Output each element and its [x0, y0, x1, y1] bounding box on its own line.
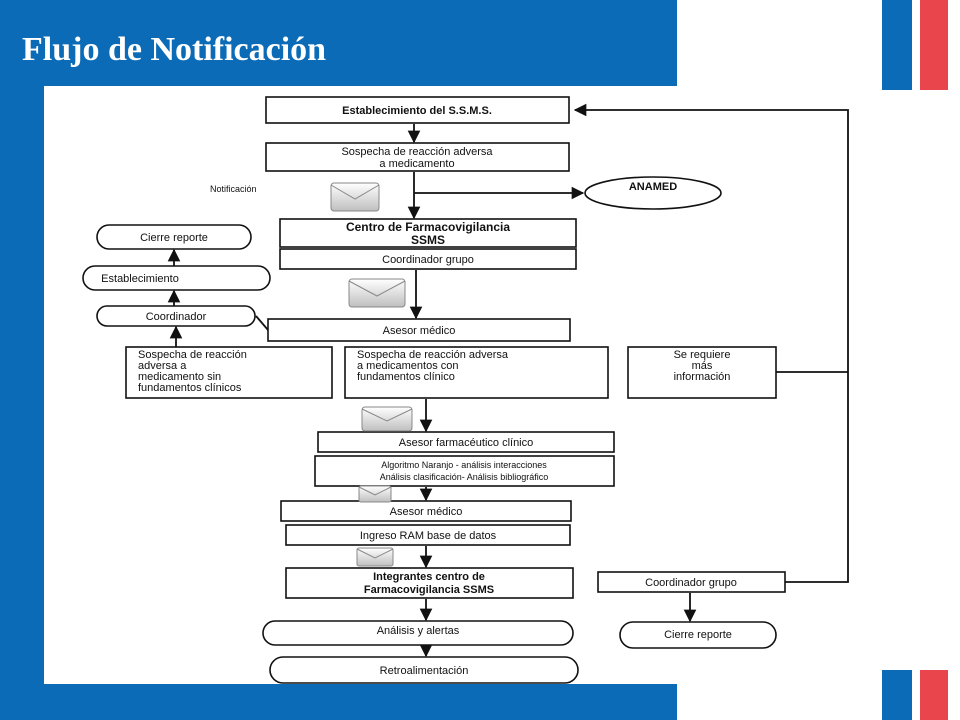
feedback-loop-line	[573, 103, 849, 583]
label-cierre-reporte-2: Cierre reporte	[664, 629, 732, 641]
label-coordinador: Coordinador	[146, 311, 207, 323]
label-centro-1: Centro de Farmacovigilancia	[346, 220, 510, 234]
box-ingreso-ram	[285, 524, 571, 546]
label-sin-fund-3: medicamento sin	[138, 371, 221, 383]
label-asesor-medico: Asesor médico	[383, 325, 456, 337]
box-sin-fundamentos	[125, 346, 333, 399]
label-centro-2: SSMS	[411, 233, 445, 247]
label-ingreso-ram: Ingreso RAM base de datos	[360, 530, 497, 542]
box-integrantes	[285, 567, 574, 599]
label-algoritmo-2: Análisis clasificación- Análisis bibliog…	[380, 472, 549, 482]
label-anamed: ANAMED	[629, 181, 677, 193]
label-cierre-reporte: Cierre reporte	[140, 232, 208, 244]
line-asesor-to-coordinador-left	[255, 315, 269, 331]
label-con-fund-2: a medicamentos con	[357, 360, 459, 372]
chile-flag-stripe-top	[882, 0, 948, 90]
label-integrantes-1: Integrantes centro de	[373, 571, 485, 583]
label-con-fund-1: Sospecha de reacción adversa	[357, 349, 509, 361]
box-cierre-reporte-2	[619, 621, 777, 649]
box-centro-farmacovigilancia	[279, 218, 577, 248]
ellipse-anamed	[584, 176, 722, 210]
label-sin-fund-1: Sospecha de reacción	[138, 349, 247, 361]
label-analisis-alertas: Análisis y alertas	[377, 625, 460, 637]
envelope-icon	[348, 278, 406, 308]
label-coordinador-grupo: Coordinador grupo	[382, 254, 474, 266]
envelope-icon	[356, 547, 394, 567]
envelope-icon	[361, 406, 413, 432]
box-coordinador-grupo	[279, 248, 577, 270]
envelope-icon	[358, 485, 392, 503]
label-sin-fund-2: adversa a	[138, 360, 187, 372]
label-req-3: información	[674, 371, 731, 383]
box-establecimiento-ssms	[265, 96, 570, 124]
label-req-2: más	[692, 360, 713, 372]
box-analisis-alertas	[262, 620, 574, 646]
label-asesor-farmaceutico: Asesor farmacéutico clínico	[399, 437, 534, 449]
label-req-1: Se requiere	[674, 349, 731, 361]
label-establecimiento: Establecimiento	[101, 273, 179, 285]
label-algoritmo-1: Algoritmo Naranjo - análisis interaccion…	[381, 460, 547, 470]
box-algoritmo	[314, 455, 615, 487]
label-integrantes-2: Farmacovigilancia SSMS	[364, 584, 494, 596]
label-coordinador-grupo-2: Coordinador grupo	[645, 577, 737, 589]
label-sin-fund-4: fundamentos clínicos	[138, 382, 242, 394]
label-sospecha-2: a medicamento	[379, 158, 454, 170]
label-notificacion: Notificación	[210, 184, 257, 194]
chile-flag-stripe-bottom	[882, 670, 948, 720]
label-retroalimentacion: Retroalimentación	[380, 665, 469, 677]
label-asesor-medico-2: Asesor médico	[390, 506, 463, 518]
label-sospecha-1: Sospecha de reacción adversa	[341, 146, 493, 158]
box-con-fundamentos	[344, 346, 609, 399]
envelope-icon	[330, 182, 380, 212]
label-establecimiento-ssms: Establecimiento del S.S.M.S.	[342, 105, 492, 117]
box-asesor-farmaceutico	[317, 431, 615, 453]
page-title: Flujo de Notificación	[22, 31, 327, 68]
box-sospecha-reaccion	[265, 142, 570, 172]
label-con-fund-3: fundamentos clínico	[357, 371, 455, 383]
